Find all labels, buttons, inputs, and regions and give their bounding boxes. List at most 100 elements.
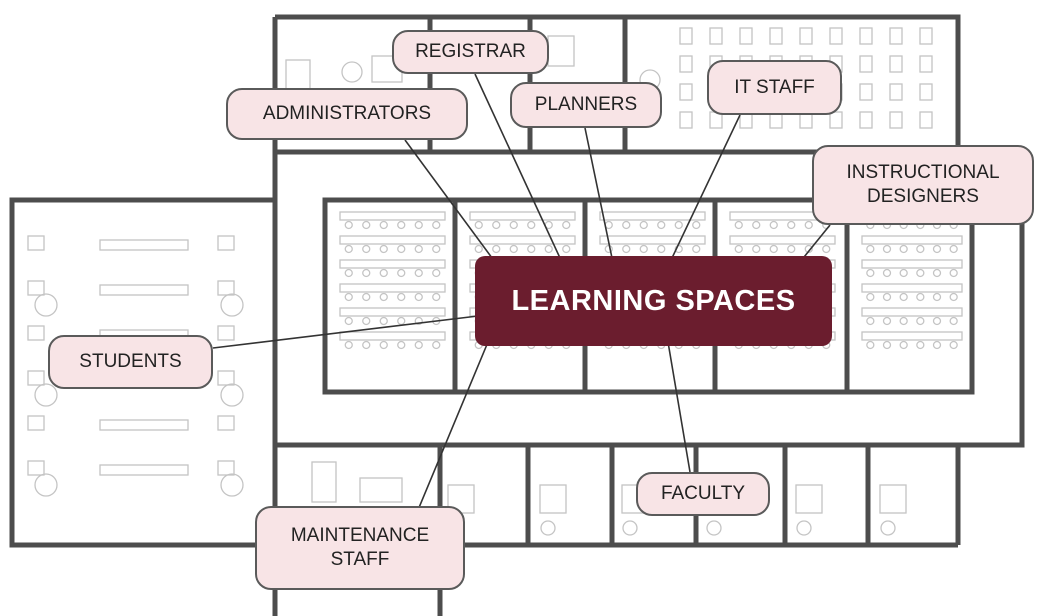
label-instructional-designers: INSTRUCTIONAL DESIGNERS [812,145,1034,225]
chair [362,244,371,254]
chair [344,292,353,302]
chair-box [217,280,235,296]
seat [679,83,693,101]
connector-students [212,315,479,349]
seat [889,55,903,73]
seat [679,111,693,129]
chair [804,220,813,230]
chair [949,244,958,254]
seat [679,55,693,73]
chair [562,220,571,230]
chair [932,244,942,254]
desk-row [861,331,963,341]
chair-box [217,235,235,251]
chair-box [217,415,235,431]
connector-instructional-designers [799,224,831,263]
chair [882,316,892,326]
connector-faculty [667,341,691,473]
chair [432,220,441,230]
left-wing-wall [9,197,278,548]
chair [899,268,908,278]
chair [787,220,796,230]
connector-lines [212,73,831,511]
chair-box [217,370,235,386]
seat [919,83,933,101]
learning-spaces-hub: LEARNING SPACES [475,256,832,346]
round-table [34,383,58,407]
chair [397,244,406,254]
top-wing-wall [275,14,961,152]
chair [397,316,406,326]
seat [859,111,873,129]
office-desk [359,477,403,503]
desk-row [469,235,576,245]
chair [397,340,406,350]
chair [882,292,892,302]
label-administrators: ADMINISTRATORS [226,88,468,140]
chair [432,292,441,302]
chair [544,244,553,254]
office-desk [879,484,907,514]
chair-box [27,235,45,251]
chair [692,220,701,230]
label-planners: PLANNERS [510,82,662,128]
connector-planners [584,127,613,259]
chair [949,340,958,350]
label-maintenance-staff: MAINTENANCE STAFF [255,506,465,590]
table-row [99,239,189,251]
chair [509,220,518,230]
chair-box [27,325,45,341]
chair [734,244,743,254]
chair [639,220,648,230]
chair [949,268,958,278]
chair [866,244,875,254]
chair [692,244,701,254]
chair [916,316,925,326]
chair [916,268,925,278]
chair [899,244,908,254]
seat [889,83,903,101]
seat [919,55,933,73]
classroom-block-wall [322,197,975,395]
chair [639,244,648,254]
chair [414,340,423,350]
chair [397,292,406,302]
chair [397,220,406,230]
office-chair [706,520,722,536]
connector-administrators [404,139,496,263]
chair [752,220,761,230]
office-desk [539,484,567,514]
desk-row [729,235,836,245]
desk-row [339,283,446,293]
chair [344,316,353,326]
chair [362,220,371,230]
chair [787,244,796,254]
chair [899,340,908,350]
seat [709,27,723,45]
chair-box [27,415,45,431]
round-table [34,293,58,317]
chair [899,292,908,302]
round-table [34,473,58,497]
chair [657,244,666,254]
office-chair [622,520,638,536]
chair [882,244,892,254]
chair [527,220,536,230]
desk-row [861,283,963,293]
seat [889,111,903,129]
chair [362,340,371,350]
chair [362,292,371,302]
chair [769,220,778,230]
seat [859,27,873,45]
office-desk [795,484,823,514]
chair [414,268,423,278]
chair [932,292,942,302]
seat [829,111,843,129]
seat [919,111,933,129]
chair [414,220,423,230]
seat [889,27,903,45]
seat [739,27,753,45]
chair [804,244,813,254]
chair [414,316,423,326]
